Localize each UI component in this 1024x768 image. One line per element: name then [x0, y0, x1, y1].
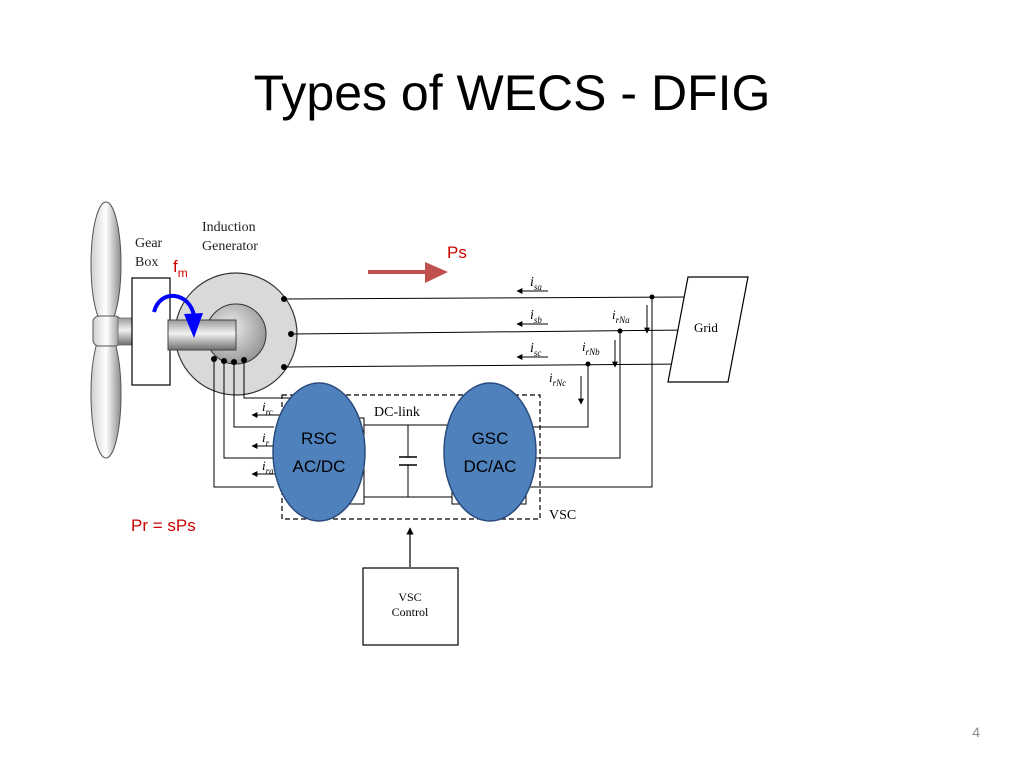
current-irc-sub: rc	[266, 407, 273, 417]
current-label-irc: irc	[262, 399, 273, 417]
gsc-feeder-b	[522, 331, 621, 459]
current-isa-sub: sa	[534, 282, 543, 292]
rsc-converter	[272, 382, 366, 522]
current-irnb-i: i	[582, 339, 586, 354]
current-irna-sub: rNa	[616, 315, 631, 325]
stator-line-b	[290, 329, 689, 335]
high-speed-shaft	[167, 319, 237, 351]
vsc-enclosure	[281, 394, 541, 520]
rotor-feeder-3	[233, 362, 274, 428]
turbine-hub	[92, 315, 122, 347]
pr-equation: Pr = sPs	[131, 516, 196, 535]
gsc-feeder-a	[522, 297, 653, 488]
rsc-label-line1: RSC	[301, 429, 337, 448]
gear-box-label-line2: Box	[135, 255, 158, 270]
current-isb-sub: sb	[534, 315, 543, 325]
stator-lines	[283, 296, 691, 368]
stator-line-c	[283, 363, 687, 368]
ps-label: Ps	[447, 243, 467, 262]
current-irb-sub: r	[266, 438, 270, 448]
current-label-isa: isa	[530, 275, 542, 292]
current-label-isc: isc	[530, 341, 541, 358]
grid-label: Grid	[694, 320, 718, 335]
rotor-feeder-lines	[213, 359, 290, 488]
current-isc-sub: sc	[534, 348, 542, 358]
current-irb-i: i	[262, 430, 266, 445]
current-ira-i: i	[262, 458, 266, 473]
current-irnb-sub: rNb	[586, 347, 601, 357]
gear-box-label-line1: Gear	[135, 236, 163, 251]
rotor-feeder-2	[223, 361, 274, 459]
fm-label-base: f	[173, 257, 178, 276]
induction-generator-label-line2: Generator	[202, 239, 258, 254]
grid-block	[667, 276, 749, 383]
current-isc-i: i	[530, 341, 534, 356]
rotation-arrowhead	[184, 313, 203, 338]
slide-number: 4	[972, 724, 980, 740]
induction-generator-label-line1: Induction	[202, 220, 256, 235]
rotor-feeder-1	[213, 359, 274, 488]
current-label-isb: isb	[530, 308, 542, 325]
turbine-blade-lower	[90, 329, 122, 459]
gsc-feeder-c	[522, 364, 589, 428]
gsc-label-line2: DC/AC	[464, 457, 517, 476]
gsc-converter	[443, 382, 537, 522]
rsc-label-line2: AC/DC	[293, 457, 346, 476]
current-label-irnb: irNb	[582, 339, 600, 357]
dc-link	[364, 424, 452, 498]
current-isb-i: i	[530, 308, 534, 323]
turbine-blades	[90, 201, 122, 459]
vsc-control-box	[362, 567, 459, 646]
turbine-blade-upper	[90, 201, 122, 327]
stator-current-arrows	[516, 288, 548, 360]
ps-arrow-head-icon	[425, 262, 448, 283]
rotor-feeder-4	[243, 360, 290, 399]
current-irna-i: i	[612, 307, 616, 322]
current-irnc-i: i	[549, 370, 553, 385]
stator-line-a	[283, 296, 691, 300]
current-irc-i: i	[262, 399, 266, 414]
vsc-label: VSC	[549, 508, 576, 523]
vsc-control-label-line2: Control	[392, 605, 429, 619]
rotation-arrow-icon	[152, 293, 196, 317]
gear-box	[131, 277, 171, 386]
grid-current-arrows	[578, 305, 650, 405]
current-label-irnc: irNc	[549, 370, 566, 388]
gsc-label-line1: GSC	[472, 429, 509, 448]
dc-link-label: DC-link	[374, 405, 420, 420]
current-isa-i: i	[530, 275, 534, 290]
current-irnc-sub: rNc	[553, 378, 567, 388]
fm-label: fm	[173, 257, 188, 280]
vsc-control-label-line1: VSC	[398, 590, 421, 604]
current-label-irb: ir	[262, 430, 270, 448]
current-label-irna: irNa	[612, 307, 630, 325]
gsc-feeder-lines	[522, 297, 653, 488]
slide-title: Types of WECS - DFIG	[253, 65, 771, 121]
current-ira-sub: ra	[266, 466, 275, 476]
current-label-ira: ira	[262, 458, 274, 476]
fm-label-subscript: m	[178, 266, 188, 280]
